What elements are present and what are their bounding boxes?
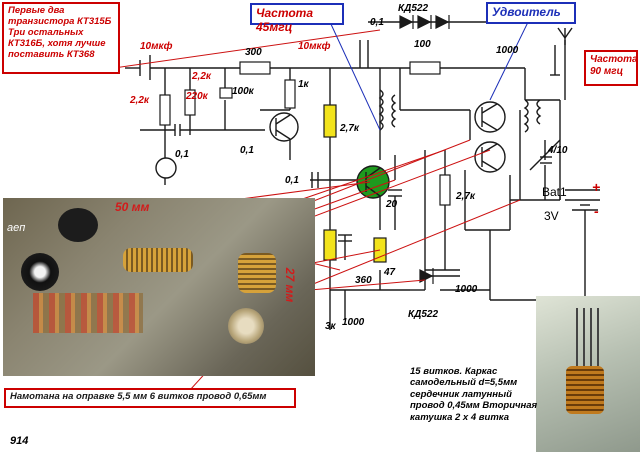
label-c01-c: 0,1 bbox=[285, 175, 299, 186]
label-r100: 100 bbox=[414, 39, 431, 50]
label-c1000-c: 1000 bbox=[342, 317, 365, 328]
label-c47: 47 bbox=[384, 267, 396, 278]
coil-body bbox=[566, 366, 604, 414]
black-capacitor bbox=[58, 208, 98, 242]
label-kd522-top: КД522 bbox=[398, 3, 429, 14]
resistor-cluster bbox=[33, 293, 143, 333]
coil-spec-note: 15 витков. Каркас самодельный d=5,5мм се… bbox=[410, 366, 538, 423]
label-r2k7-a: 2,7к bbox=[340, 123, 359, 134]
blue-pointer-lines bbox=[329, 17, 531, 131]
label-c01-d: 0,1 bbox=[370, 17, 384, 28]
battery-plus: + bbox=[592, 179, 601, 195]
label-c-10mkf: 10мкф bbox=[298, 41, 331, 52]
label-c4-10: 4/10 bbox=[548, 145, 568, 156]
label-c360: 360 bbox=[355, 275, 372, 286]
label-r2k2-a: 2,2к bbox=[130, 95, 149, 106]
label-c-in: 10мкф bbox=[140, 41, 173, 52]
transistors bbox=[155, 101, 506, 199]
electrolytic-capacitor bbox=[21, 253, 59, 291]
label-c01-b: 0,1 bbox=[240, 145, 254, 156]
label-r300: 300 bbox=[245, 47, 262, 58]
photo-mark: аеп bbox=[7, 222, 26, 234]
coil-winding-note: Намотана на оправке 5,5 мм 6 витков пров… bbox=[4, 388, 296, 408]
battery-name: Bat1 bbox=[542, 185, 567, 199]
label-c20: 20 bbox=[386, 199, 398, 210]
label-c01-a: 0,1 bbox=[175, 149, 189, 160]
label-r1k: 1к bbox=[298, 79, 309, 90]
freq45-label: Частота 45мгц bbox=[250, 3, 344, 34]
coil-photo bbox=[536, 296, 640, 452]
trimmer-capacitor bbox=[228, 308, 264, 344]
label-r3k: 3к bbox=[325, 321, 336, 332]
photo-dimension-vertical: 27 мм bbox=[283, 267, 298, 303]
coils bbox=[378, 89, 542, 133]
label-r100k: 100к bbox=[232, 86, 254, 97]
pcb-photo: аеп 50 мм 27 мм bbox=[3, 198, 315, 376]
doubler-label: Удвоитель bbox=[486, 2, 576, 24]
battery-minus: - bbox=[594, 203, 599, 219]
transistors-note: Первые два транзистора КТ315Б Три осталь… bbox=[2, 2, 120, 74]
label-r220k: 220к bbox=[186, 91, 208, 102]
coil-pins bbox=[571, 308, 601, 366]
label-r2k2-b: 2,2к bbox=[192, 71, 211, 82]
coil-wire-2 bbox=[238, 253, 276, 293]
label-c1000-b: 1000 bbox=[455, 284, 478, 295]
antenna bbox=[557, 27, 573, 45]
coil-wire bbox=[123, 248, 193, 272]
label-c1000-a: 1000 bbox=[496, 45, 519, 56]
battery-voltage: 3V bbox=[544, 209, 559, 223]
label-r2k7-b: 2,7к bbox=[456, 191, 475, 202]
page-number: 914 bbox=[10, 435, 29, 447]
resistors bbox=[159, 61, 451, 206]
label-kd522-bottom: КД522 bbox=[408, 309, 439, 320]
photo-dimension-horizontal: 50 мм bbox=[115, 200, 150, 214]
freq90-label: Частота 90 мгц bbox=[584, 50, 638, 86]
diodes bbox=[399, 15, 450, 284]
